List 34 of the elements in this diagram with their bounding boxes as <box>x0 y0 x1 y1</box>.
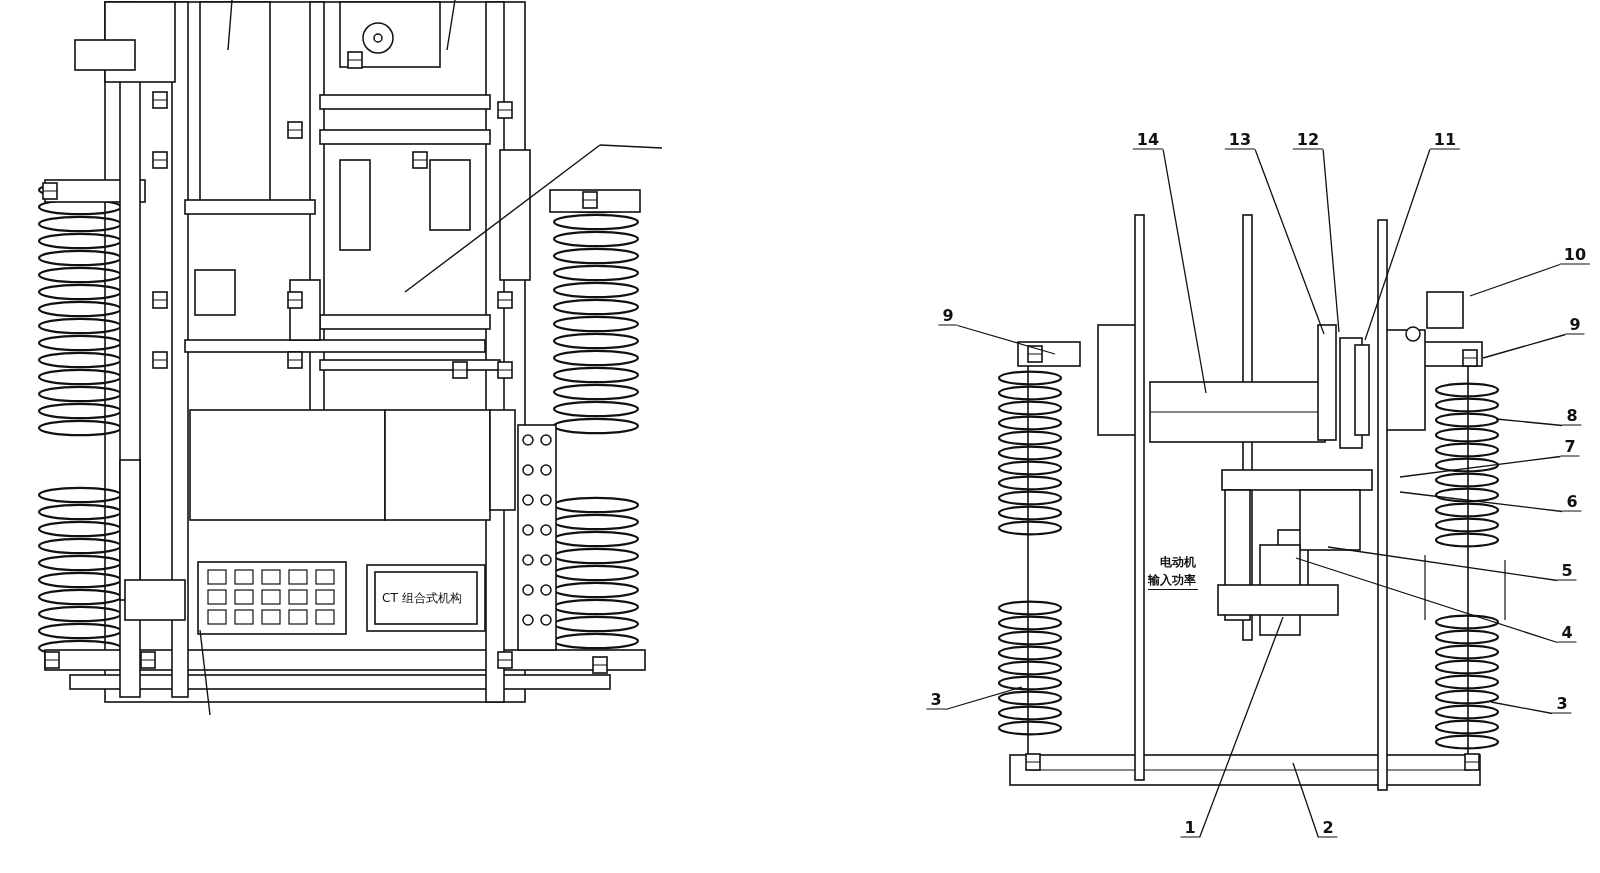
callout-number: 3 <box>926 690 946 710</box>
callout-number: 1 <box>1180 818 1200 838</box>
leader-line <box>1327 546 1559 582</box>
leader-line <box>1295 557 1559 644</box>
leader-line <box>1198 616 1284 839</box>
leader-line <box>1399 455 1562 478</box>
leader-line <box>1292 762 1320 839</box>
leader-line <box>1469 263 1561 297</box>
leader-line <box>1399 491 1564 513</box>
callout-number: 4 <box>1557 623 1577 643</box>
callout-number: 3 <box>1552 694 1572 714</box>
callout-number: 6 <box>1562 492 1582 512</box>
leader-line <box>1162 148 1207 394</box>
leader-line <box>1495 418 1564 427</box>
callout-number: 9 <box>938 306 958 326</box>
callout-number: 2 <box>1318 818 1338 838</box>
leader-line <box>1322 148 1340 333</box>
leader-line <box>944 686 1023 711</box>
leader-line <box>1490 701 1554 715</box>
motor-input-power-note: 电动机输入功率 <box>1148 553 1198 590</box>
callout-number: 11 <box>1429 130 1461 150</box>
callout-number: 13 <box>1224 130 1256 150</box>
leader-line <box>1254 148 1325 335</box>
nameplate-text: CT 组合式机构 <box>382 590 463 607</box>
callout-number: 5 <box>1557 561 1577 581</box>
callout-number: 7 <box>1560 437 1580 457</box>
leader-line <box>1482 333 1567 359</box>
leader-line <box>1364 148 1431 341</box>
leader-line <box>956 324 1056 355</box>
callout-number: 8 <box>1562 406 1582 426</box>
callout-number: 12 <box>1292 130 1324 150</box>
callout-number: 9 <box>1565 315 1585 335</box>
callout-number: 14 <box>1132 130 1164 150</box>
callout-number: 10 <box>1559 245 1591 265</box>
